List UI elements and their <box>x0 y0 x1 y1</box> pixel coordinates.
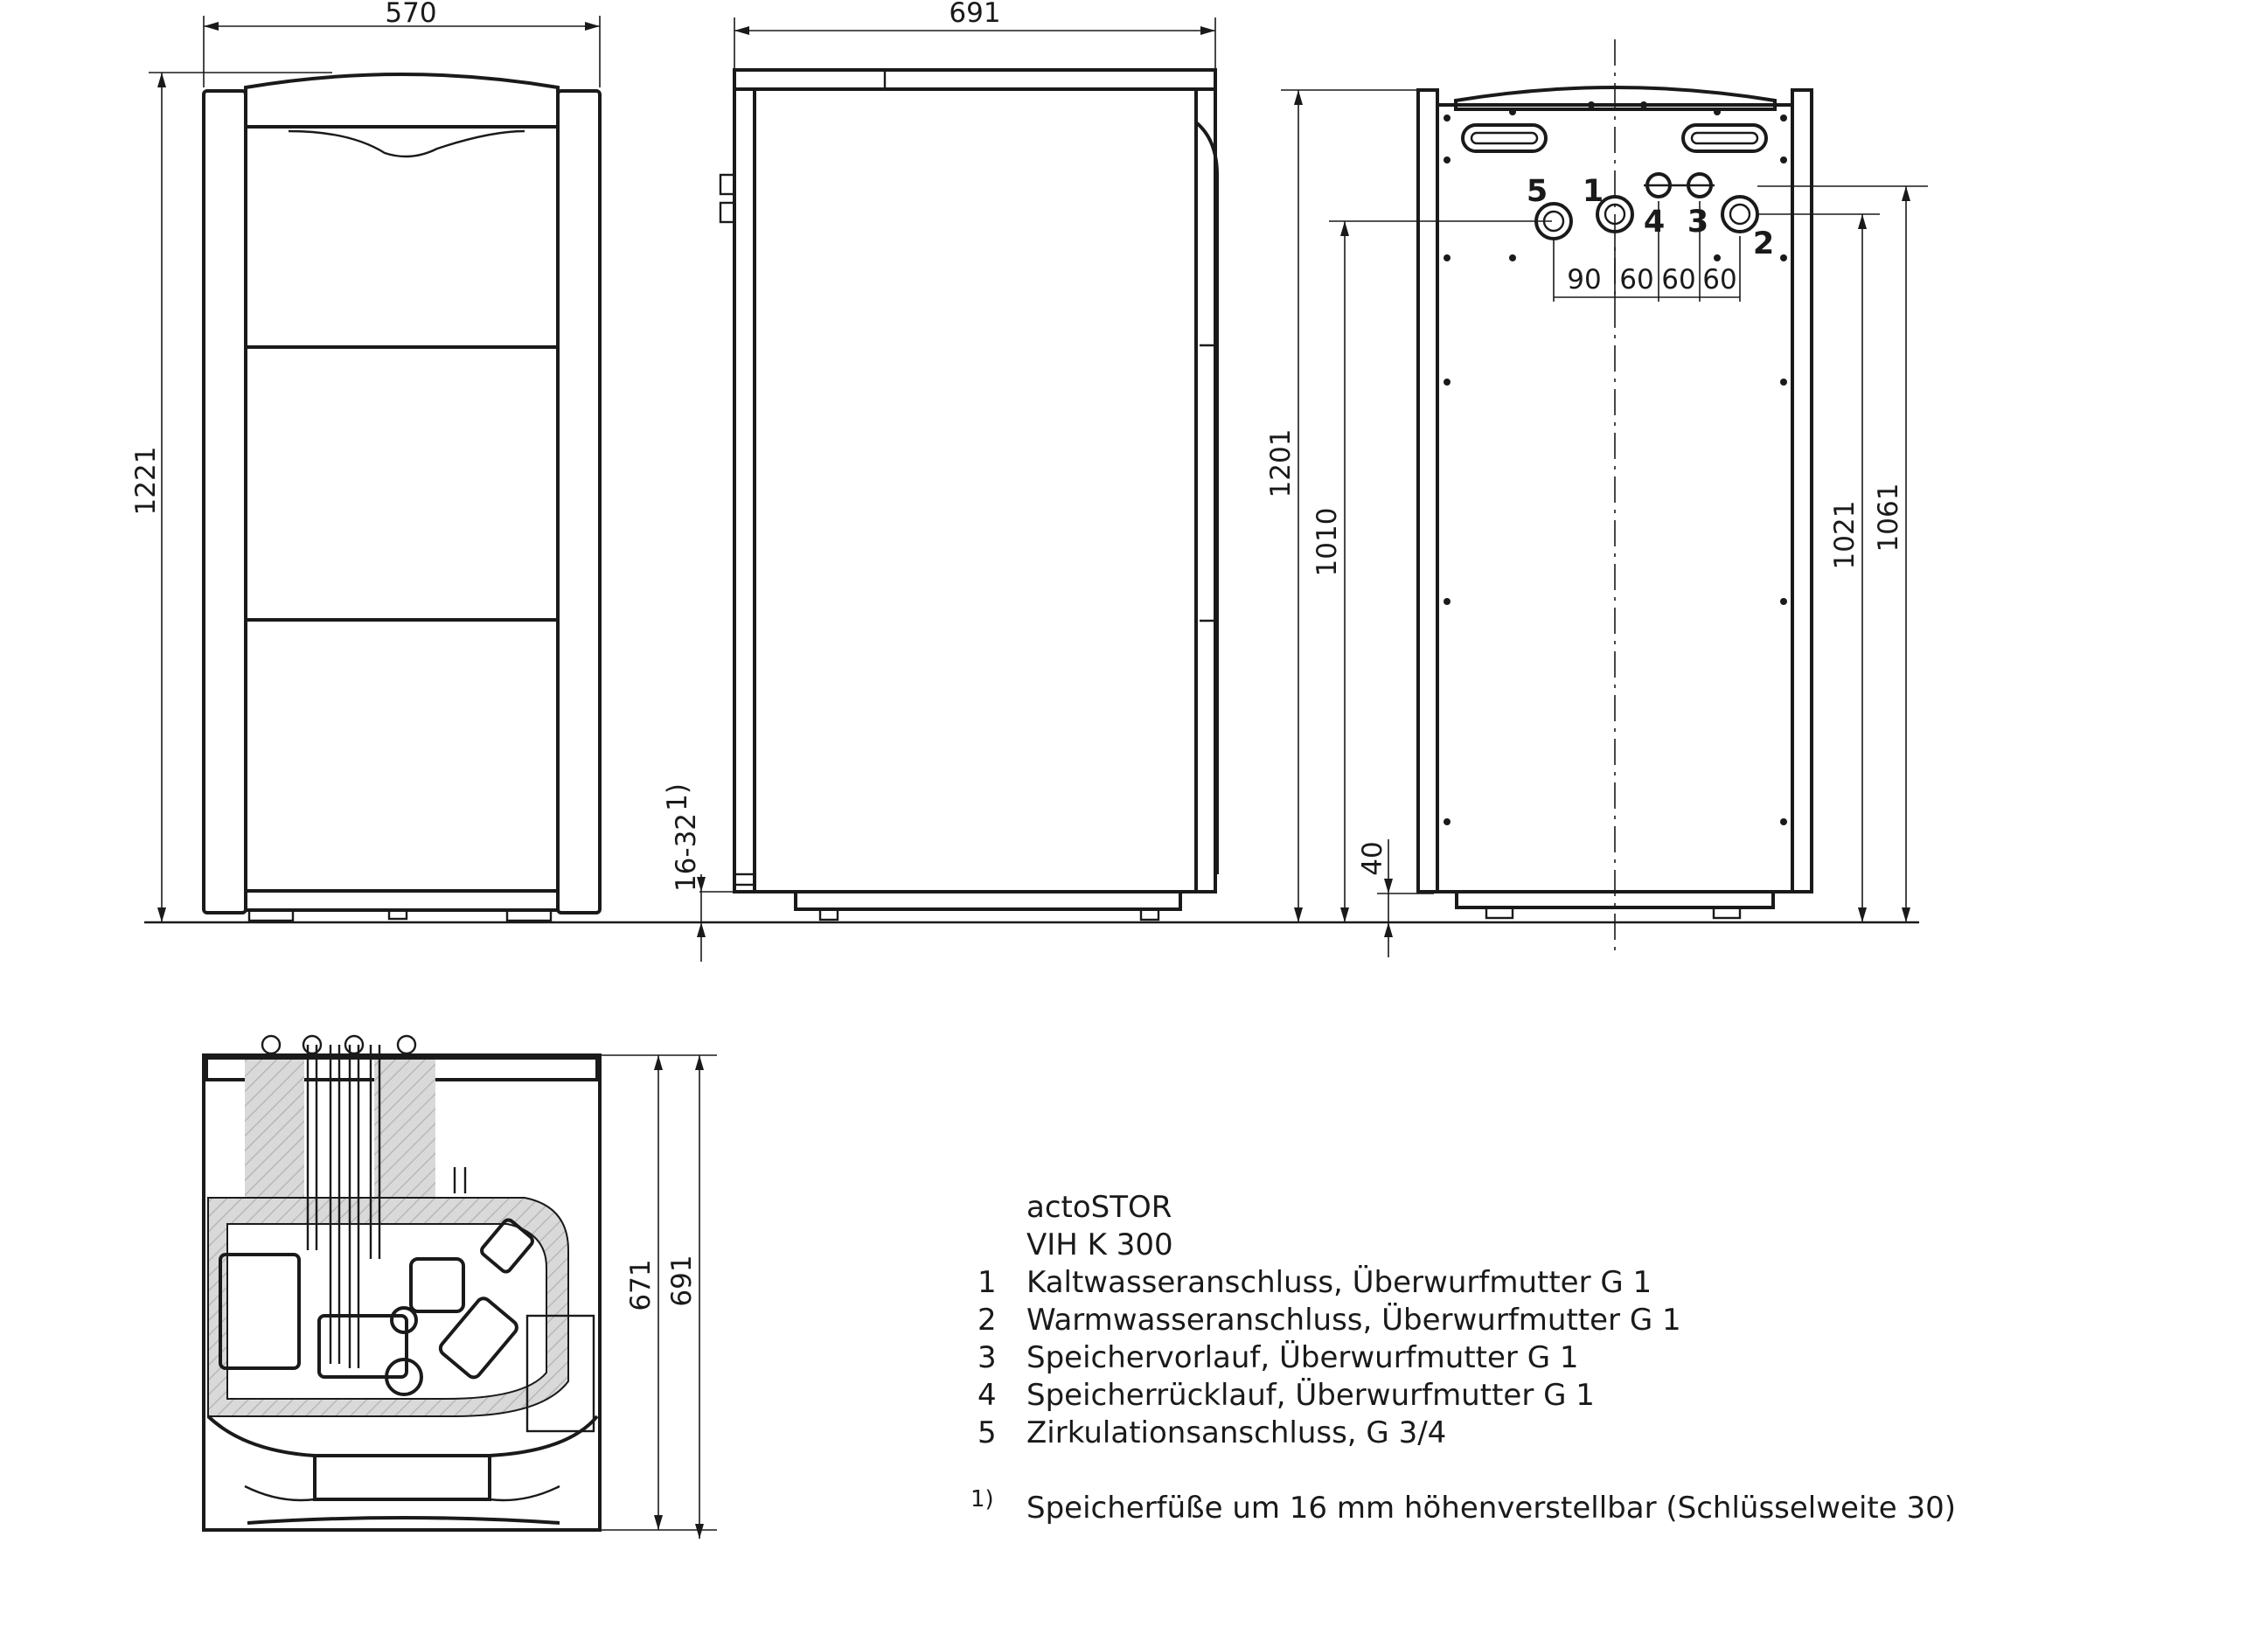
legend-item-num: 5 <box>977 1415 997 1450</box>
connection-label-2: 2 <box>1753 226 1774 261</box>
dim-spacing-60a: 60 <box>1619 264 1653 296</box>
connection-label-1: 1 <box>1583 174 1604 209</box>
connection-label-5: 5 <box>1527 174 1548 209</box>
dim-plan-671: 671 <box>625 1259 657 1311</box>
back-right-pillar <box>1791 88 1813 893</box>
legend-title-2: VIH K 300 <box>1026 1227 1173 1262</box>
front-panel-middle <box>244 345 560 622</box>
connection-label-4: 4 <box>1644 205 1665 240</box>
side-outer-shell <box>733 68 1217 893</box>
dim-plan-691: 691 <box>666 1255 698 1306</box>
dim-front-width: 570 <box>385 0 436 29</box>
dim-back-1061: 1061 <box>1873 483 1904 553</box>
dim-back-1021: 1021 <box>1829 501 1861 570</box>
legend-item-num: 3 <box>977 1340 997 1375</box>
dim-foot-note-ref: 1) <box>662 783 693 811</box>
dim-front-height: 1221 <box>130 447 162 516</box>
legend-item-text: Speichervorlauf, Überwurfmutter G 1 <box>1026 1340 1579 1375</box>
legend-item-num: 4 <box>977 1378 997 1413</box>
back-handle-right <box>1681 123 1768 153</box>
legend-item-num: 2 <box>977 1303 997 1338</box>
legend-item-text: Warmwasseranschluss, Überwurfmutter G 1 <box>1026 1303 1681 1338</box>
legend-footnote-text: Speicherfüße um 16 mm höhenverstellbar (… <box>1026 1491 1956 1526</box>
dim-back-40: 40 <box>1357 841 1388 875</box>
dim-foot-adjust: 16-32 <box>671 813 702 892</box>
legend-item-text: Speicherrücklauf, Überwurfmutter G 1 <box>1026 1378 1595 1413</box>
front-panel-upper <box>244 125 560 349</box>
back-left-pillar <box>1416 88 1439 893</box>
dim-spacing-60b: 60 <box>1661 264 1695 296</box>
connection-label-3: 3 <box>1687 205 1708 240</box>
side-view: 691 16-32 1) <box>662 0 1219 962</box>
front-top-cover <box>244 73 560 129</box>
plan-outline <box>202 1053 602 1532</box>
plan-view: 671 691 <box>202 1034 717 1539</box>
dim-side-depth: 691 <box>949 0 1000 29</box>
dim-back-1201: 1201 <box>1265 429 1297 498</box>
legend-item-text: Zirkulationsanschluss, G 3/4 <box>1026 1415 1447 1450</box>
back-handle-left <box>1461 123 1548 153</box>
legend-item-num: 1 <box>977 1265 997 1300</box>
side-main-panel <box>753 87 1198 893</box>
back-view: 1201 1010 40 <box>1265 39 1928 957</box>
front-panel-lower <box>244 618 560 893</box>
legend-item-text: Kaltwasseranschluss, Überwurfmutter G 1 <box>1026 1265 1652 1300</box>
dim-spacing-60c: 60 <box>1702 264 1736 296</box>
dim-back-1010: 1010 <box>1311 508 1343 577</box>
front-view: 570 1221 <box>130 0 602 922</box>
legend-title-1: actoSTOR <box>1026 1190 1172 1225</box>
front-right-pillar <box>556 89 602 914</box>
dim-spacing-90: 90 <box>1567 264 1601 296</box>
front-left-pillar <box>202 89 247 914</box>
legend-footnote-mark: 1) <box>971 1486 994 1512</box>
